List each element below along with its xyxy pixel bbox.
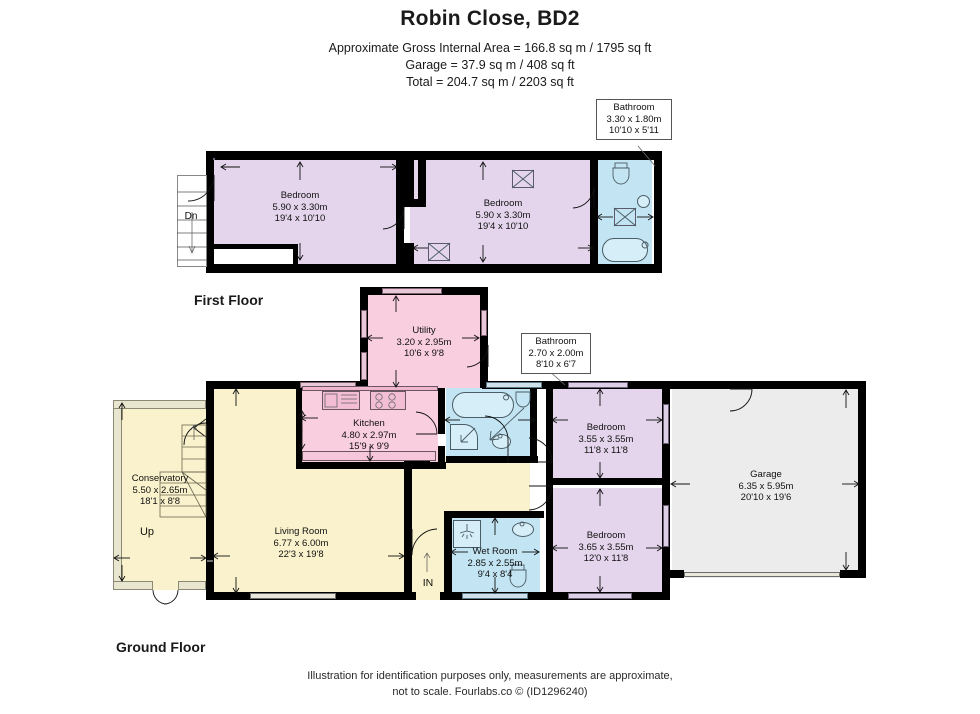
label-kitchen: Kitchen 4.80 x 2.97m 15'9 x 9'9: [341, 418, 397, 452]
label-conservatory: Conservatory 5.50 x 2.65m 18'1 x 8'8: [131, 473, 189, 507]
closet-icon-ff-right-top: [512, 170, 534, 188]
label-bedroom-gf-upper: Bedroom 3.55 x 3.55m 11'8 x 11'8: [578, 422, 634, 456]
room-fill-bedroom-ground-lower: [552, 488, 662, 600]
label-bedroom-ff-right: Bedroom 5.90 x 3.30m 19'4 x 10'10: [475, 198, 531, 232]
wall-ff-partition-jog2: [418, 151, 426, 203]
wall-garage-right: [858, 381, 866, 578]
page-title: Robin Close, BD2: [400, 7, 580, 30]
window-bedroom-gf-top: [568, 382, 628, 388]
closet-icon-ff-bathroom: [614, 208, 636, 226]
wall-kitchen-bottom: [296, 462, 446, 469]
kitchen-sink: [322, 391, 360, 410]
wall-ff-partition-mid: [396, 207, 404, 243]
conservatory-frame-top: [113, 400, 206, 409]
ground-floor-caption: Ground Floor: [116, 639, 206, 655]
room-fill-garage: [672, 388, 862, 578]
wall-bathroom-gf-bottom: [446, 456, 538, 463]
wall-bedroom-gf-left: [546, 381, 553, 600]
kitchen-counter-bottom: [302, 451, 436, 461]
area-gross-internal: Approximate Gross Internal Area = 166.8 …: [328, 41, 652, 55]
callout-bathroom-ground-floor: Bathroom 2.70 x 2.00m 8'10 x 6'7: [521, 333, 591, 374]
window-living-left: [207, 560, 213, 562]
window-bathroom-top: [486, 382, 542, 388]
label-stairs-down: Dn: [184, 211, 198, 222]
window-ff-left-bedroom: [213, 158, 215, 160]
wall-garage-top: [668, 381, 866, 389]
wall-ff-top: [206, 151, 662, 160]
wall-kitchen-right2: [438, 446, 445, 469]
wall-ff-partition-jog: [404, 199, 426, 207]
window-utility-top: [382, 288, 442, 294]
label-stairs-up: Up: [139, 526, 155, 538]
label-bedroom-gf-lower: Bedroom 3.65 x 3.55m 12'0 x 11'8: [578, 530, 634, 564]
room-notch-bedroom-left: [206, 244, 298, 266]
label-bedroom-ff-left: Bedroom 5.90 x 3.30m 19'4 x 10'10: [272, 190, 328, 224]
wall-hall-left: [404, 455, 412, 600]
wall-gf-bottom2: [440, 592, 668, 600]
window-bedroom-gf-right-lower: [663, 505, 669, 547]
wall-ff-left-step-v: [293, 244, 298, 273]
washbasin-wetroom: [512, 522, 534, 537]
garage-door: [684, 572, 840, 577]
wall-ff-bathroom-partition: [590, 151, 598, 273]
wall-bathroom-gf-right: [530, 388, 537, 463]
wall-bedroom-gf-right: [662, 381, 670, 600]
kitchen-hob: [370, 391, 406, 410]
label-utility: Utility 3.20 x 2.95m 10'6 x 9'8: [396, 325, 452, 359]
first-floor-caption: First Floor: [194, 292, 264, 308]
wall-bedroom-gf-mid: [546, 478, 670, 485]
window-utility-right: [481, 310, 487, 336]
kitchen-counter-top: [302, 386, 438, 391]
wall-ff-left-step: [206, 244, 214, 273]
wall-garage-bottom-right: [840, 570, 866, 578]
label-wet-room: Wet Room 2.85 x 2.55m 9'4 x 8'4: [467, 546, 523, 580]
window-bedroom-gf-bottom: [568, 593, 632, 599]
washbasin-ff: [637, 195, 650, 208]
room-fill-bedroom-ground-upper: [552, 388, 662, 480]
washbasin-gf: [492, 434, 511, 449]
wall-utility-right: [480, 287, 488, 388]
callout-bathroom-first-floor: Bathroom 3.30 x 1.80m 10'10 x 5'11: [596, 99, 672, 140]
label-entrance: IN: [422, 577, 434, 589]
wall-ff-right: [654, 151, 662, 273]
shower-area-wetroom: [453, 520, 481, 548]
conservatory-frame-bottom2: [178, 581, 206, 590]
label-garage: Garage 6.35 x 5.95m 20'10 x 19'6: [738, 469, 794, 503]
wall-kitchen-right: [438, 388, 445, 434]
shower-tray-gf: [450, 424, 478, 450]
conservatory-frame-bottom: [113, 581, 153, 590]
wall-ff-partition-lower: [396, 243, 414, 273]
window-living-bottom: [250, 593, 336, 599]
area-garage: Garage = 37.9 sq m / 408 sq ft: [405, 58, 575, 72]
room-fill-utility: [365, 292, 483, 388]
wall-ff-left-step-h: [206, 244, 298, 249]
bathtub-ff: [602, 238, 648, 262]
window-utility-left: [361, 310, 367, 338]
bathtub-gf: [452, 392, 514, 418]
wall-ff-partition-upper: [396, 151, 414, 207]
wall-ff-left: [206, 151, 214, 273]
closet-icon-ff-right-bottom: [428, 243, 450, 261]
wall-kitchen-left: [296, 388, 302, 468]
window-wetroom-bottom: [462, 593, 528, 599]
footer-disclaimer-line1: Illustration for identification purposes…: [307, 670, 673, 682]
wall-ff-bottom: [206, 264, 662, 273]
wall-gf-left: [206, 381, 214, 600]
area-total: Total = 204.7 sq m / 2203 sq ft: [406, 75, 574, 89]
window-bedroom-gf-right-upper: [663, 404, 669, 444]
wall-garage-bottom-left: [662, 570, 684, 578]
wall-gf-top-left: [206, 381, 366, 389]
wall-wetroom-top: [444, 511, 544, 518]
wall-hall-right: [444, 517, 452, 600]
footer-disclaimer-line2: not to scale. Fourlabs.co © (ID1296240): [392, 686, 588, 698]
label-living-room: Living Room 6.77 x 6.00m 22'3 x 19'8: [273, 526, 329, 560]
window-utility-left2: [361, 352, 367, 380]
